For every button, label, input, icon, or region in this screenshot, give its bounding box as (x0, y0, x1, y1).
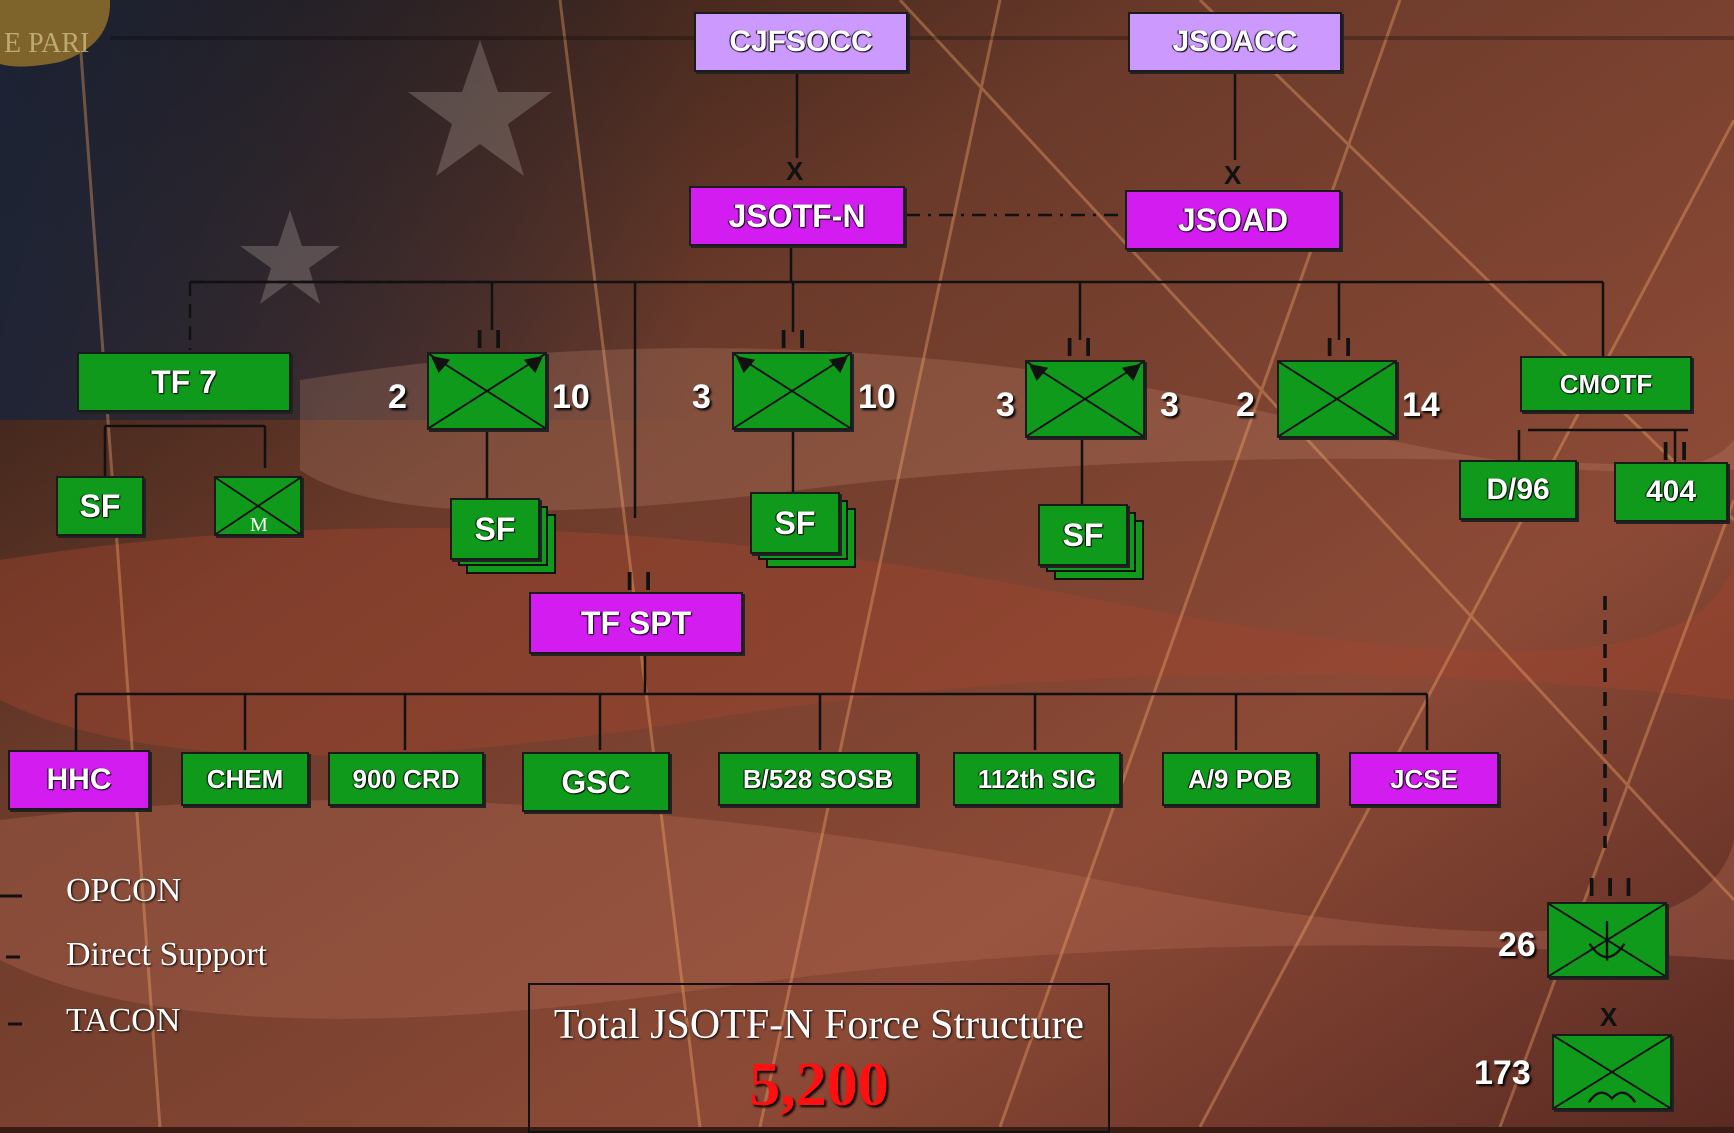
112th-sig-box: 112th SIG (953, 752, 1121, 806)
sf1-unit (427, 352, 547, 430)
sf2-sf-box: SF (750, 492, 840, 554)
cjfsocc-box: CJFSOCC (694, 12, 908, 72)
sf3-sf-box: SF (1038, 504, 1128, 566)
sf2-right-number: 10 (858, 378, 896, 417)
cross-icon (1279, 362, 1395, 436)
legend-tacon: TACON (66, 1002, 180, 1040)
unit-173 (1552, 1034, 1672, 1110)
unit-26-number: 26 (1498, 926, 1536, 965)
sf3-right-number: 3 (1160, 386, 1179, 425)
sf3-left-number: 3 (996, 386, 1015, 425)
900-crd-box: 900 CRD (328, 752, 484, 806)
sf-arrows-icon (1027, 362, 1143, 436)
sf3-unit (1025, 360, 1145, 438)
sf4-unit (1277, 360, 1397, 438)
airborne-cross-icon (1554, 1036, 1670, 1108)
sf3-stack: SF (1038, 504, 1148, 584)
unit-173-number: 173 (1474, 1054, 1531, 1093)
unit-26 (1547, 902, 1667, 978)
sf1-right-number: 10 (552, 378, 590, 417)
tf7-box: TF 7 (77, 352, 291, 412)
hhc-box: HHC (8, 750, 150, 810)
echelon-x-jsotf: X (786, 156, 805, 187)
total-force-box: Total JSOTF-N Force Structure 5,200 (528, 983, 1110, 1133)
echelon-ii-sf3: I I (1066, 332, 1094, 363)
sf2-stack: SF (750, 492, 860, 572)
tf-spt-box: TF SPT (529, 592, 743, 654)
sf1-sf-box: SF (450, 498, 540, 560)
a9-pob-box: A/9 POB (1162, 752, 1318, 806)
jsotf-n-box: JSOTF-N (689, 186, 905, 246)
total-force-value: 5,200 (530, 1049, 1108, 1121)
sf2-unit (732, 352, 852, 430)
legend-opcon: OPCON (66, 872, 181, 910)
echelon-ii-sf4: I I (1326, 332, 1354, 363)
tf7-sf-box: SF (56, 476, 144, 536)
b528-sosb-box: B/528 SOSB (718, 752, 918, 806)
maintenance-letter: M (250, 514, 268, 537)
tf7-maintenance-unit: M (214, 476, 302, 536)
anchor-cross-icon (1549, 904, 1665, 976)
echelon-ii-sf2: I I (780, 324, 808, 355)
chem-box: CHEM (181, 752, 309, 806)
sf2-left-number: 3 (692, 378, 711, 417)
sf-arrows-icon (429, 354, 545, 428)
jsoacc-box: JSOACC (1128, 12, 1342, 72)
echelon-x-173: X (1600, 1002, 1619, 1033)
legend-direct-support: Direct Support (66, 936, 267, 974)
jcse-box: JCSE (1349, 752, 1499, 806)
cmotf-box: CMOTF (1520, 356, 1692, 412)
404-box: 404 (1614, 462, 1728, 522)
echelon-iii-26: I I I (1588, 872, 1634, 903)
sf-arrows-icon (734, 354, 850, 428)
sf4-left-number: 2 (1236, 386, 1255, 425)
gsc-box: GSC (522, 752, 670, 812)
d96-box: D/96 (1459, 460, 1577, 520)
echelon-ii-sf1: I I (476, 324, 504, 355)
sf1-left-number: 2 (388, 378, 407, 417)
echelon-x-jsoad: X (1224, 160, 1243, 191)
sf1-stack: SF (450, 498, 560, 578)
sf4-right-number: 14 (1402, 386, 1440, 425)
total-force-title: Total JSOTF-N Force Structure (530, 1001, 1108, 1049)
jsoad-box: JSOAD (1125, 190, 1341, 250)
